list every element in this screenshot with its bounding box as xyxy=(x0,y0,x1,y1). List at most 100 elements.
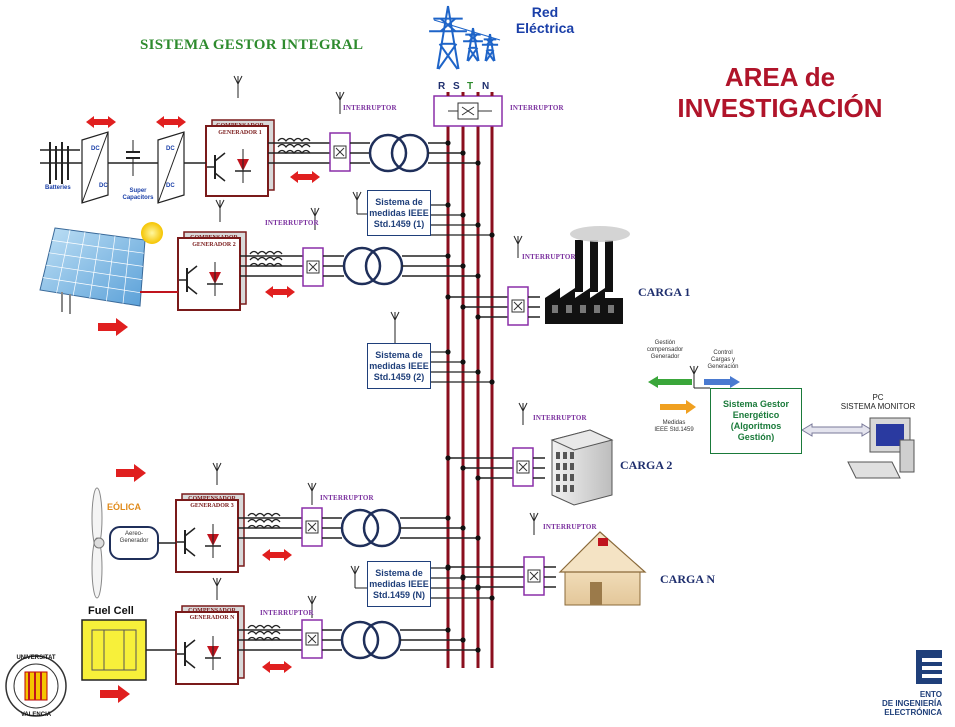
interruptor-label-2: INTERRUPTOR xyxy=(265,219,319,227)
igbt-icon xyxy=(184,659,196,669)
gestion-line3: Generador xyxy=(650,354,680,360)
area-title: AREA de INVESTIGACIÓN xyxy=(660,62,900,124)
gestor-line2: Energético xyxy=(732,410,780,420)
interruptor-antenna-icon xyxy=(314,207,320,217)
bus-junction-dot xyxy=(475,647,481,653)
medidas-antenna-icon xyxy=(350,565,356,575)
power-tower-icon xyxy=(467,47,479,62)
power-flow-double-arrow-icon xyxy=(290,171,320,183)
inductor-icon xyxy=(247,636,281,642)
solar-panel-grid xyxy=(51,240,145,254)
compensator-2-antenna-icon xyxy=(219,199,225,209)
transformer-icon xyxy=(340,620,380,660)
control-line2: Cargas y xyxy=(710,357,735,363)
control-line1: Control xyxy=(713,350,733,356)
inductor-icon xyxy=(247,512,281,518)
house-door-icon xyxy=(590,582,602,605)
interruptor-antenna-icon xyxy=(339,91,345,101)
bus-junction-dot xyxy=(475,314,481,320)
bus-junction-dot xyxy=(460,465,466,471)
transformer-icon xyxy=(364,246,404,286)
inductor-icon xyxy=(249,262,283,268)
factory-chimney-icon xyxy=(590,240,598,292)
solar-panel-grid xyxy=(72,231,86,296)
compensator-3-label: COMPENSADOR GENERADOR 3 xyxy=(172,496,252,510)
building-window-icon xyxy=(563,474,567,481)
bus-junction-dot xyxy=(445,627,451,633)
bus-junction-dot xyxy=(489,595,495,601)
factory-window-icon xyxy=(566,305,572,313)
compensator-3-interruptor-box-bridge xyxy=(307,522,317,532)
interruptor-antenna-icon xyxy=(311,595,317,605)
university-logo xyxy=(13,663,59,709)
grid-label-line2: Eléctrica xyxy=(515,20,575,36)
compensator-2-interruptor-box-bridge xyxy=(306,260,320,274)
pc-link-arrow-icon xyxy=(801,423,873,437)
building-window-icon xyxy=(563,463,567,470)
dept-logo-line3: ELECTRÓNICA xyxy=(884,708,942,717)
compensator-n-line1: COMPENSADOR xyxy=(188,608,236,614)
gestor-antenna-icon xyxy=(689,365,695,375)
inductor-icon xyxy=(249,256,283,262)
bus-junction-dot xyxy=(475,584,481,590)
igbt-bridge-icon xyxy=(461,106,475,116)
medidas-gestor-line2: IEEE Std.1459 xyxy=(654,427,694,433)
dc-label-2b: DC xyxy=(166,183,175,189)
bus-junction-dot xyxy=(445,140,451,146)
compensator-1-label: COMPENSADOR GENERADOR 1 xyxy=(200,123,280,137)
power-flow-double-arrow-icon xyxy=(265,286,295,298)
compensator-3-interruptor-box-bridge xyxy=(305,520,319,534)
bus-junction-dot xyxy=(445,564,451,570)
igbt-icon xyxy=(186,265,198,275)
compensator-n-antenna-icon xyxy=(212,577,218,587)
gestor-line3: (Algoritmos xyxy=(730,421,782,431)
transformer-icon xyxy=(368,133,408,173)
carga-n-label: CARGA N xyxy=(660,572,716,586)
interruptor-label-3: INTERRUPTOR xyxy=(320,494,374,502)
medidas-antenna-icon xyxy=(390,311,396,321)
gestor-line1: Sistema Gestor xyxy=(722,399,790,409)
inductor-icon xyxy=(277,143,311,149)
monitor-screen-icon xyxy=(876,424,904,446)
medidas-antenna-icon xyxy=(356,191,362,201)
power-tower-icon xyxy=(447,5,460,70)
factory-window-icon xyxy=(552,305,558,313)
solar-panel-grid xyxy=(56,229,71,293)
bus-junction-dot xyxy=(489,379,495,385)
bus-junction-dot xyxy=(475,475,481,481)
batteries-label: Batteries xyxy=(45,185,71,191)
carga-1-label: CARGA 1 xyxy=(638,285,691,299)
factory-chimney-icon xyxy=(605,240,613,292)
gestor-box: Sistema Gestor Energético (Algoritmos Ge… xyxy=(710,388,802,454)
eolica-label: EÓLICA xyxy=(107,502,142,512)
factory-window-icon xyxy=(594,305,600,313)
power-line-icon xyxy=(433,19,501,41)
medidas-2-line2: medidas IEEE xyxy=(369,360,429,371)
control-line3: Generación xyxy=(707,364,739,370)
power-flow-double-arrow-icon xyxy=(262,549,292,561)
bus-junction-dot xyxy=(445,349,451,355)
solar-panel-grid xyxy=(45,264,143,280)
medidas-n-line1: Sistema de xyxy=(375,567,423,578)
building-window-icon xyxy=(570,474,574,481)
power-tower-icon xyxy=(472,27,480,62)
compensator-2-line1: COMPENSADOR xyxy=(190,235,238,241)
bus-junction-dot xyxy=(475,222,481,228)
supercaps-line1: Super xyxy=(129,188,147,194)
compensator-1-line1: COMPENSADOR xyxy=(216,123,264,129)
compensator-3-line2: GENERADOR 3 xyxy=(190,503,234,509)
factory-icon xyxy=(545,288,623,298)
compensator-3 xyxy=(175,499,239,573)
interruptor-antenna-icon xyxy=(529,512,535,522)
building-roof-icon xyxy=(550,429,614,451)
igbt-icon xyxy=(184,527,196,537)
bus-junction-dot xyxy=(460,150,466,156)
smoke-icon xyxy=(570,226,630,242)
interruptor-antenna-icon xyxy=(518,402,524,412)
transformer-icon xyxy=(342,246,382,286)
medidas-n-line2: medidas IEEE xyxy=(369,578,429,589)
power-flow-arrow-icon xyxy=(100,685,130,703)
compensator-3-line1: COMPENSADOR xyxy=(188,496,236,502)
